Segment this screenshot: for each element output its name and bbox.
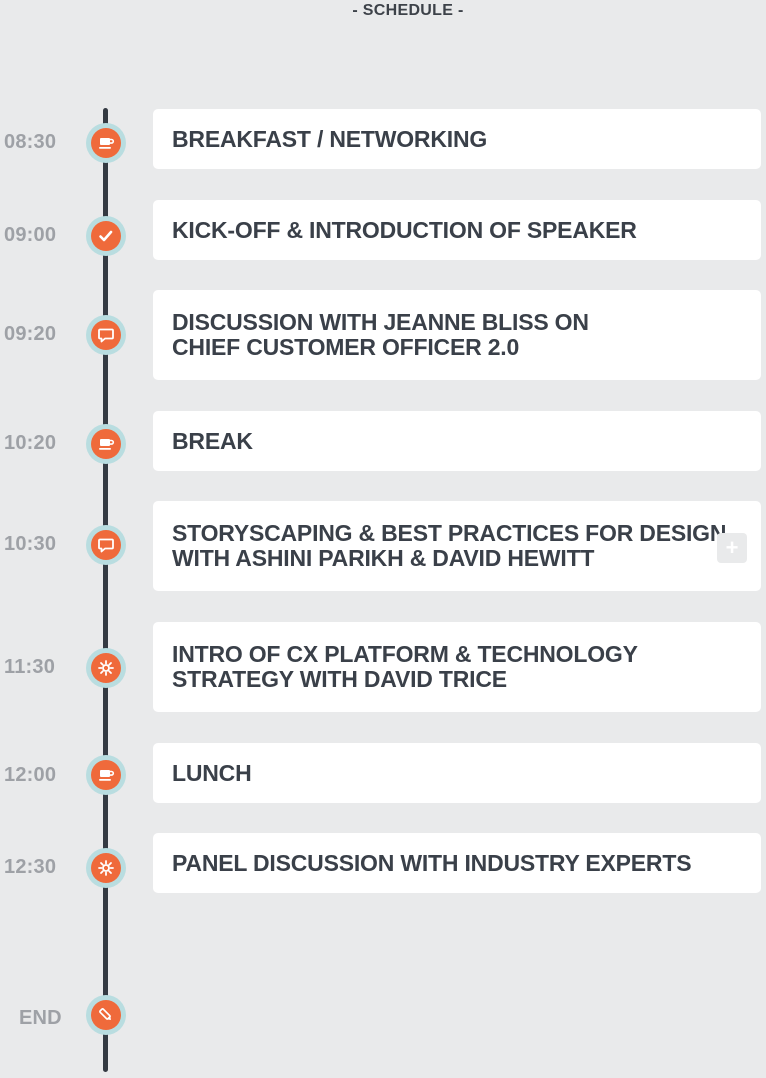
chat-icon — [97, 536, 115, 554]
time-label: 12:30 — [4, 856, 57, 878]
time-label: 11:30 — [4, 656, 56, 678]
time-label: 08:30 — [4, 131, 57, 153]
time-label: 09:00 — [4, 224, 57, 246]
timeline-node — [86, 648, 126, 688]
chat-icon — [97, 326, 115, 344]
timeline-node — [86, 123, 126, 163]
session-title: BREAK — [172, 427, 253, 454]
timeline-line — [103, 108, 108, 1072]
timeline-node — [86, 315, 126, 355]
session-title: LUNCH — [172, 759, 252, 786]
pencil-icon — [97, 1006, 115, 1024]
session-card[interactable]: PANEL DISCUSSION WITH INDUSTRY EXPERTS — [153, 833, 761, 893]
gear-icon — [97, 859, 115, 877]
session-card[interactable]: LUNCH — [153, 743, 761, 803]
session-title: STORYSCAPING & BEST PRACTICES FOR DESIGN… — [172, 520, 727, 571]
timeline-node — [86, 848, 126, 888]
coffee-icon — [97, 435, 115, 453]
time-label: 09:20 — [4, 323, 57, 345]
session-card[interactable]: BREAK — [153, 411, 761, 471]
timeline-node — [86, 424, 126, 464]
session-card[interactable]: STORYSCAPING & BEST PRACTICES FOR DESIGN… — [153, 501, 761, 591]
time-label: 10:30 — [4, 533, 57, 555]
timeline-node — [86, 216, 126, 256]
coffee-icon — [97, 134, 115, 152]
end-label: END — [19, 1007, 62, 1029]
session-title: BREAKFAST / NETWORKING — [172, 125, 488, 152]
timeline-node — [86, 525, 126, 565]
session-card[interactable]: KICK-OFF & INTRODUCTION OF SPEAKER — [153, 200, 761, 260]
session-title: PANEL DISCUSSION WITH INDUSTRY EXPERTS — [172, 849, 692, 876]
gear-icon — [97, 659, 115, 677]
check-icon — [97, 227, 115, 245]
time-label: 12:00 — [4, 764, 57, 786]
coffee-icon — [97, 766, 115, 784]
timeline-end-node — [86, 995, 126, 1035]
time-label: 10:20 — [4, 432, 57, 454]
schedule-heading: - SCHEDULE - — [352, 2, 464, 19]
timeline-node — [86, 755, 126, 795]
expand-button[interactable]: + — [717, 533, 747, 563]
session-title: KICK-OFF & INTRODUCTION OF SPEAKER — [172, 216, 637, 243]
session-card[interactable]: BREAKFAST / NETWORKING — [153, 109, 761, 169]
